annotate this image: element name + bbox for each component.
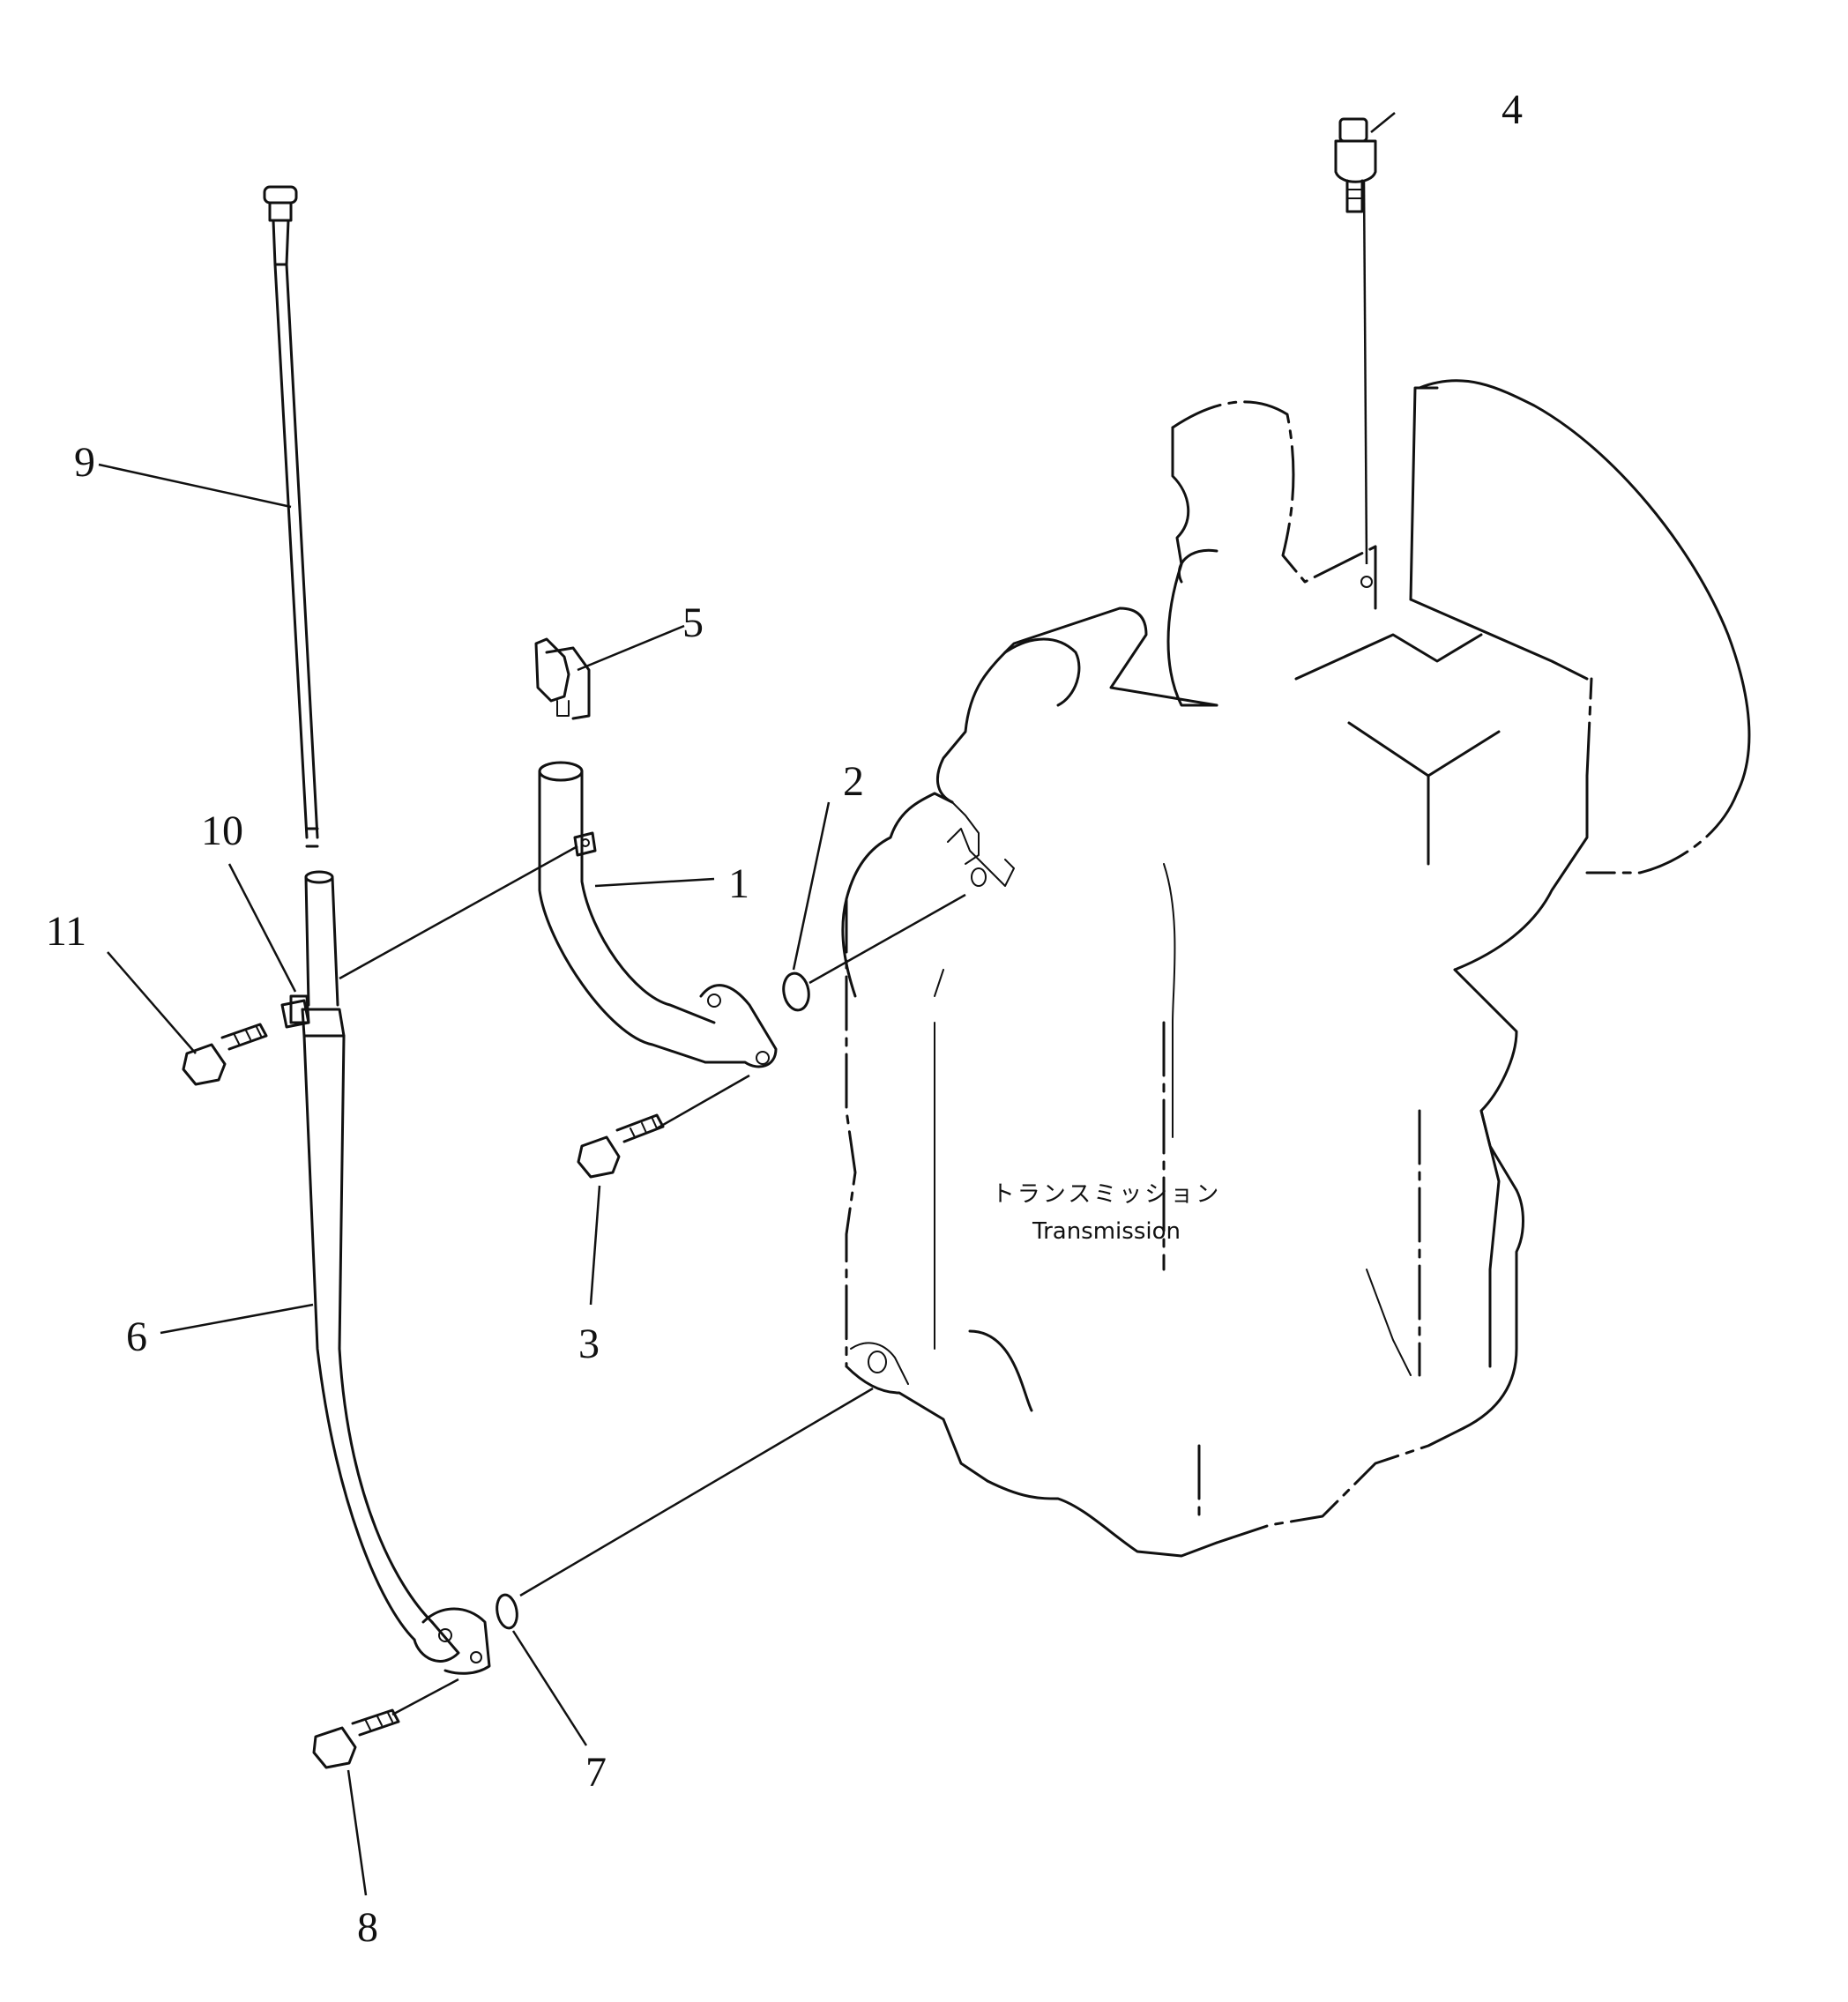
housing-label-en: Transmission [1032, 1218, 1181, 1245]
callout-2: 2 [843, 758, 864, 805]
callout-7: 7 [585, 1749, 607, 1796]
callout-1: 1 [728, 860, 749, 907]
part-4-breather [1334, 117, 1377, 565]
transmission-housing: トランスミッション Transmission [841, 379, 1751, 1558]
callout-6: 6 [126, 1314, 147, 1360]
part-3-bolt [577, 1113, 665, 1179]
part-11-bolt [182, 1023, 268, 1086]
part-10-bracket [280, 999, 310, 1029]
callout-8: 8 [357, 1904, 378, 1951]
part-5-clip [534, 637, 591, 720]
part-2-o-ring [782, 971, 810, 1012]
callout-10: 10 [201, 807, 243, 854]
callout-9: 9 [74, 439, 95, 486]
part-8-bolt [312, 1708, 400, 1769]
housing-label-jp: トランスミッション [992, 1181, 1221, 1208]
callout-5: 5 [682, 599, 704, 646]
callout-4: 4 [1502, 86, 1523, 133]
part-7-o-ring [496, 1593, 518, 1630]
callout-11: 11 [46, 908, 86, 955]
part-6-guide-pipe [289, 870, 491, 1675]
part-9-dipstick [263, 185, 319, 848]
callout-3: 3 [578, 1321, 600, 1367]
part-1-filler-tube [538, 761, 778, 1068]
